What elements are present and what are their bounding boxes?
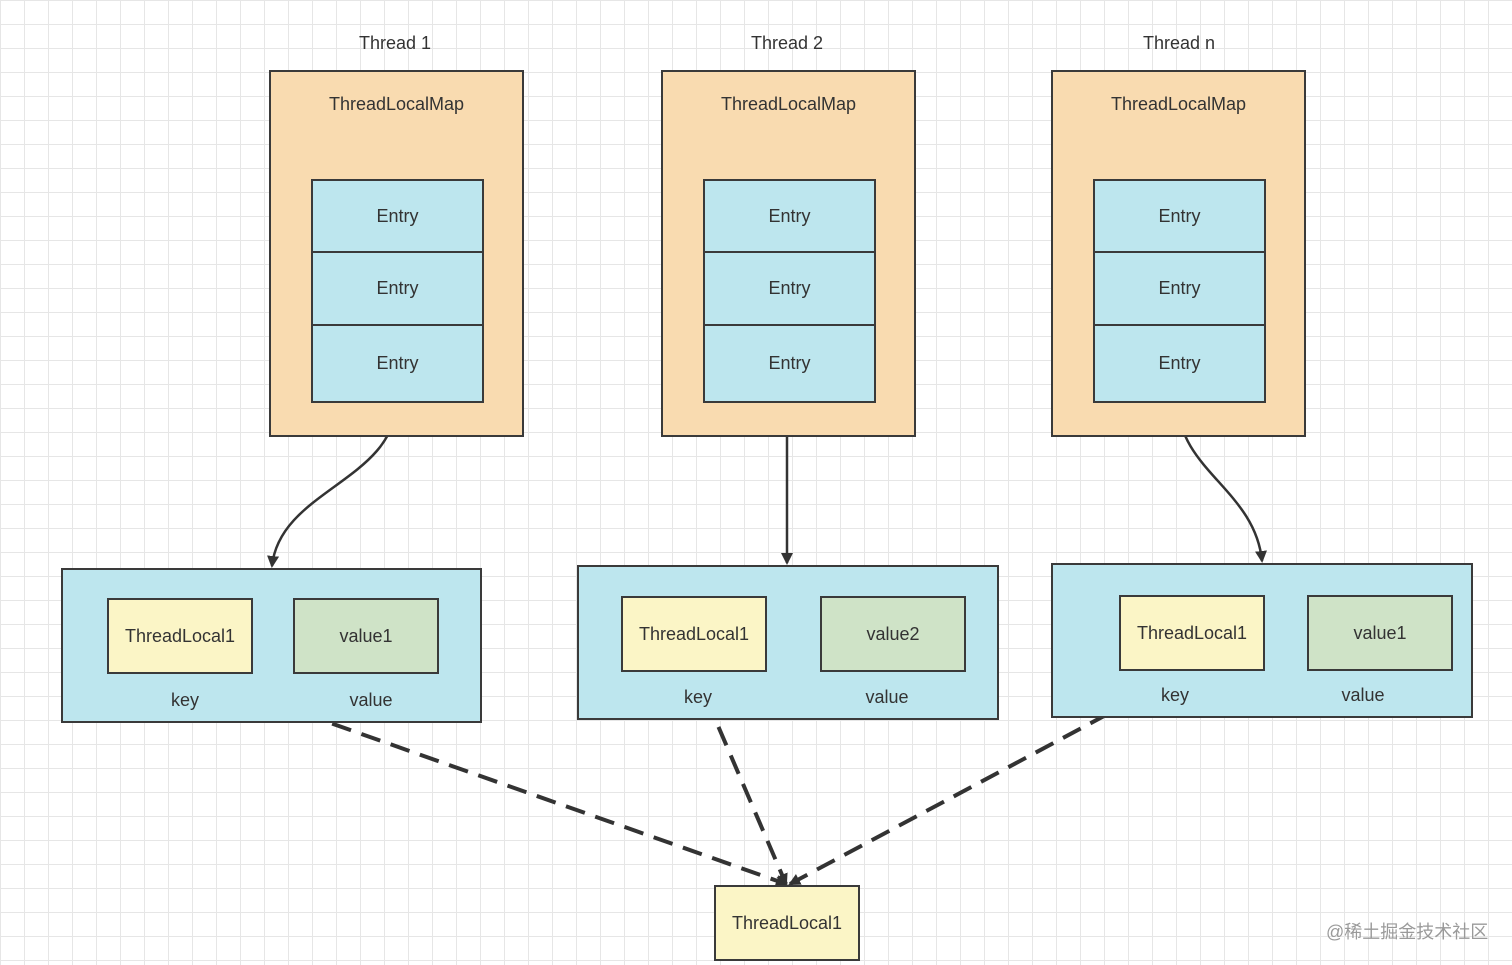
- map-title: ThreadLocalMap: [1110, 94, 1247, 114]
- watermark: @稀土掘金技术社区: [1326, 922, 1489, 942]
- map-title: ThreadLocalMap: [328, 94, 465, 114]
- entry-cell: Entry: [703, 179, 876, 253]
- threadlocalmap-box-1: ThreadLocalMap Entry Entry Entry: [269, 70, 524, 437]
- entry-cell: Entry: [311, 324, 484, 403]
- value-box: value2: [820, 596, 966, 672]
- thread-title-1: Thread 1: [358, 33, 432, 53]
- entry-pair-box-n: ThreadLocal1 value1 key value: [1051, 563, 1473, 718]
- entry-cell: Entry: [311, 179, 484, 253]
- key-box: ThreadLocal1: [621, 596, 767, 672]
- entry-cell: Entry: [311, 251, 484, 326]
- thread-title-2: Thread 2: [750, 33, 824, 53]
- key-label: key: [1160, 685, 1189, 705]
- value-label: value: [349, 690, 393, 710]
- entry-pair-box-2: ThreadLocal1 value2 key value: [577, 565, 999, 720]
- value-label: value: [865, 687, 909, 707]
- entry-pair-box-1: ThreadLocal1 value1 key value: [61, 568, 482, 723]
- entry-cell: Entry: [703, 324, 876, 403]
- shared-threadlocal-box: ThreadLocal1: [714, 885, 860, 961]
- entry-cell: Entry: [703, 251, 876, 326]
- threadlocalmap-box-2: ThreadLocalMap Entry Entry Entry: [661, 70, 916, 437]
- value-label: value: [1341, 685, 1385, 705]
- key-box: ThreadLocal1: [107, 598, 253, 674]
- map-title: ThreadLocalMap: [720, 94, 857, 114]
- key-label: key: [170, 690, 199, 710]
- key-box: ThreadLocal1: [1119, 595, 1265, 671]
- key-label: key: [683, 687, 712, 707]
- entry-cell: Entry: [1093, 324, 1266, 403]
- value-box: value1: [293, 598, 439, 674]
- threadlocalmap-box-n: ThreadLocalMap Entry Entry Entry: [1051, 70, 1306, 437]
- entry-cell: Entry: [1093, 251, 1266, 326]
- entry-cell: Entry: [1093, 179, 1266, 253]
- thread-title-n: Thread n: [1142, 33, 1216, 53]
- value-box: value1: [1307, 595, 1453, 671]
